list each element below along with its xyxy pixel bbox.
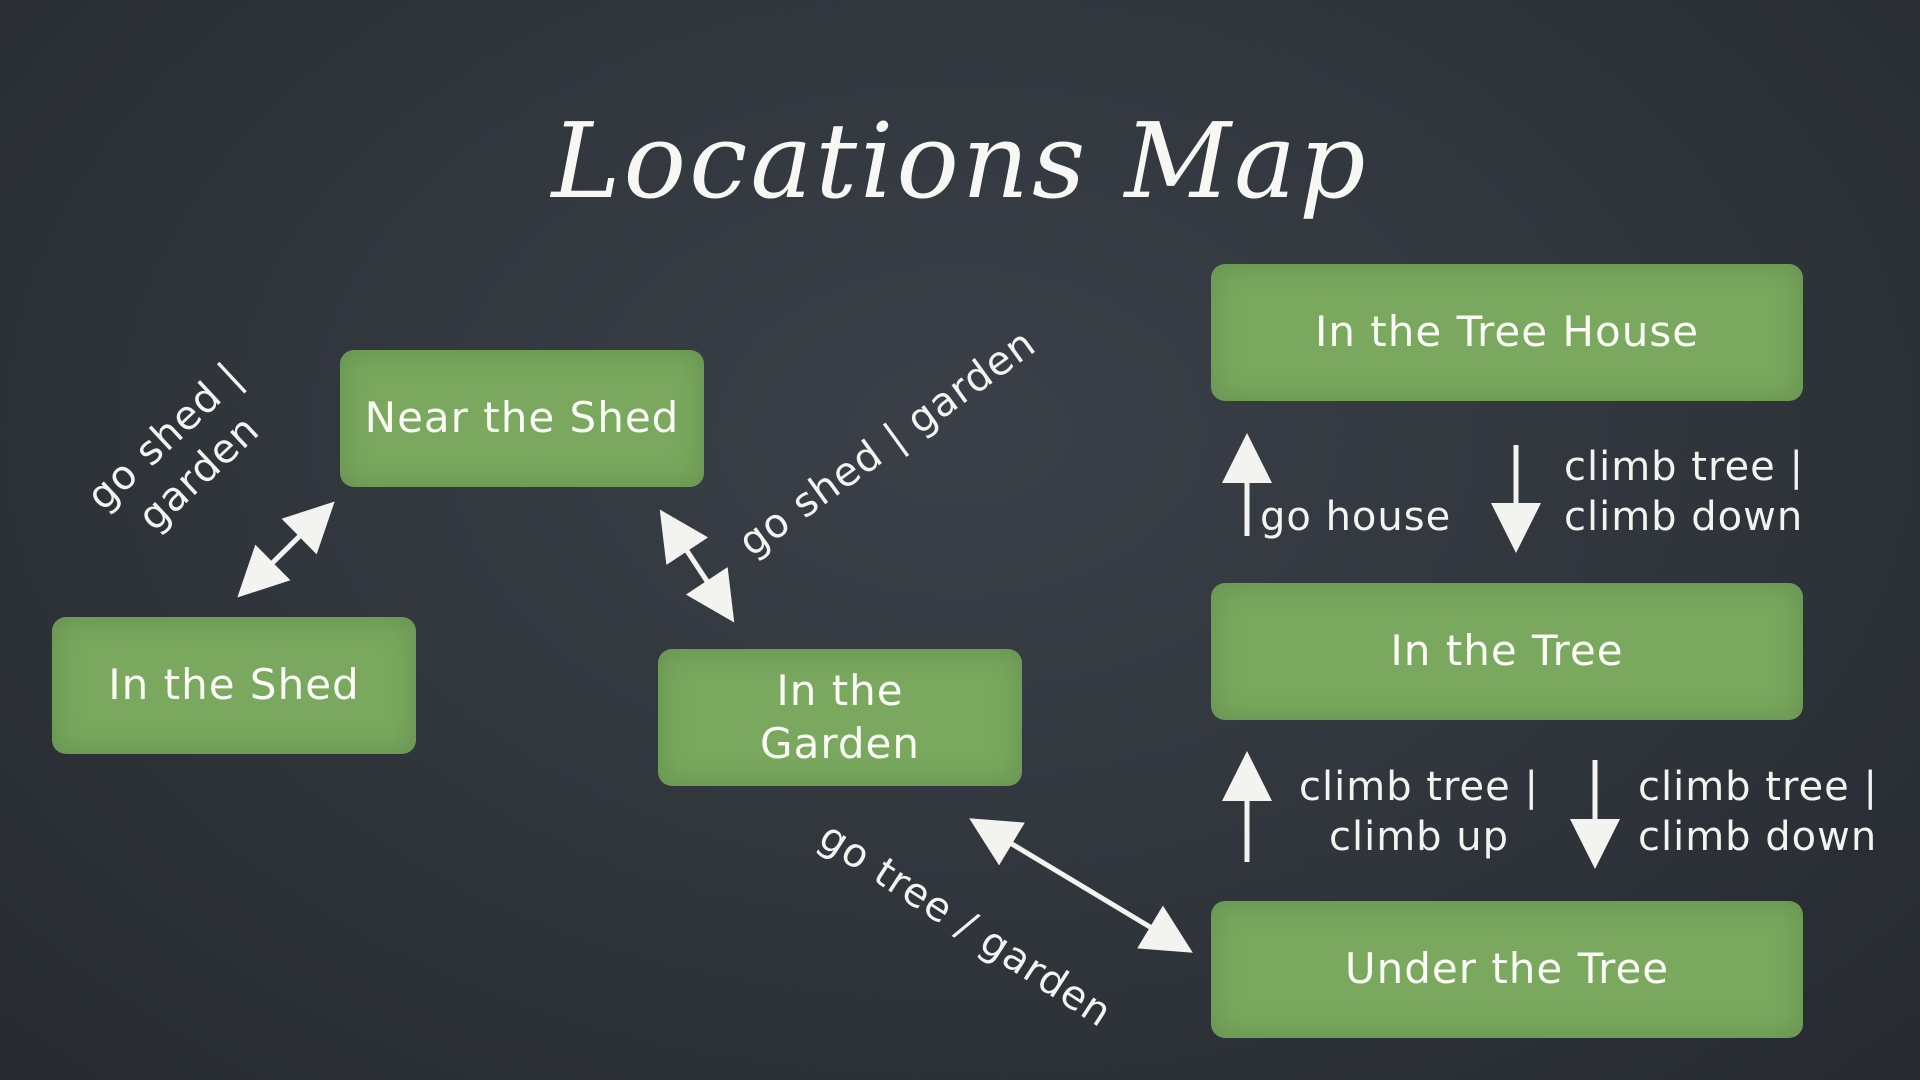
node-under-the-tree: Under the Tree	[1211, 901, 1803, 1038]
node-near-the-shed: Near the Shed	[340, 350, 704, 487]
node-in-the-shed: In the Shed	[52, 617, 416, 754]
arrow-garden-under	[969, 818, 1193, 953]
node-in-the-tree-house: In the Tree House	[1211, 264, 1803, 401]
node-label: In the Tree	[1390, 626, 1624, 676]
page-title: Locations Map	[551, 100, 1369, 222]
node-label-line2: Garden	[760, 718, 920, 768]
node-label: Near the Shed	[364, 393, 680, 443]
edge-label-go-house: go house	[1260, 494, 1452, 540]
node-label: In the Tree House	[1314, 307, 1700, 357]
edge-label-line2: climb down	[1638, 814, 1878, 860]
node-label: In the Shed	[108, 660, 360, 710]
edge-label-treehouse-down: climb tree | climb down	[1564, 442, 1804, 542]
arrow-shed-near	[237, 501, 335, 598]
edge-label-line1: climb tree |	[1638, 764, 1878, 810]
node-in-the-tree: In the Tree	[1211, 583, 1803, 720]
edge-label-line1: climb tree |	[1299, 764, 1539, 810]
edge-label-climb-down: climb tree | climb down	[1638, 762, 1878, 862]
node-label: Under the Tree	[1344, 944, 1670, 994]
edge-label-climb-up: climb tree | climb up	[1274, 762, 1564, 862]
edge-label-line1: climb tree |	[1564, 444, 1804, 490]
edge-label-line2: climb down	[1564, 494, 1804, 540]
edge-label-line2: climb up	[1328, 814, 1510, 860]
node-in-the-garden: In the Garden	[658, 649, 1022, 786]
node-label-line1: In the	[776, 666, 904, 715]
arrow-near-garden	[659, 509, 735, 623]
